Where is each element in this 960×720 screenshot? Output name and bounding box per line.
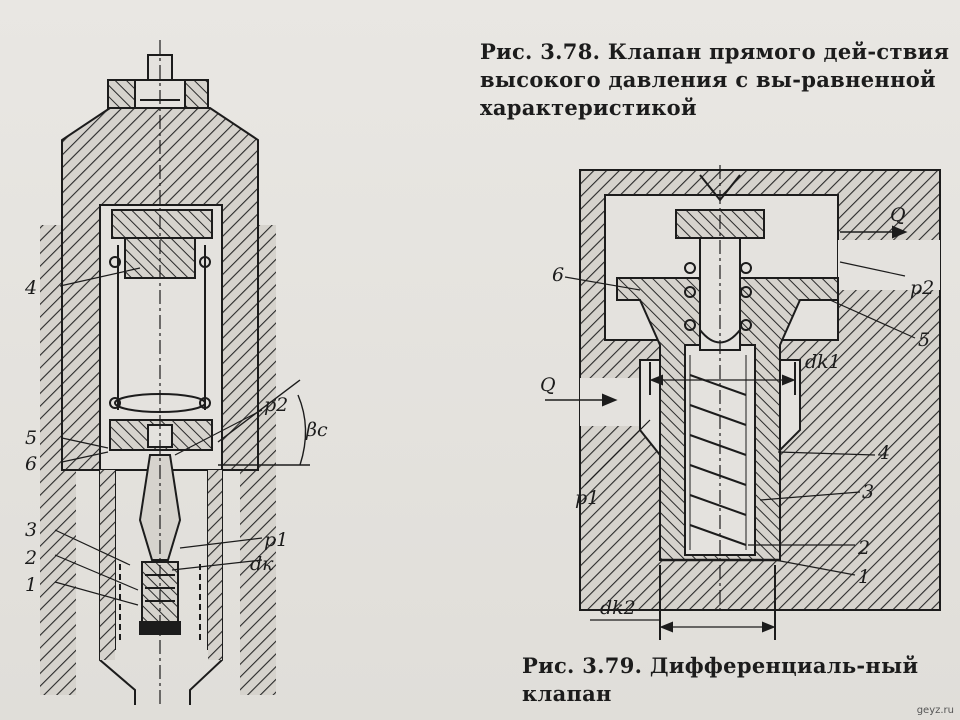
- label-1: 1: [858, 566, 871, 588]
- label-dk2: dk2: [600, 597, 636, 619]
- label-Q-inlet: Q: [540, 374, 556, 396]
- label-4: 4: [25, 277, 38, 299]
- fig-3-78-drawing: [40, 40, 310, 705]
- label-3: 3: [25, 519, 38, 541]
- label-dk: dк: [250, 553, 274, 575]
- label-p1: p1: [575, 487, 600, 509]
- label-5: 5: [25, 427, 38, 449]
- label-6: 6: [552, 264, 565, 286]
- label-beta-c: βc: [306, 419, 328, 441]
- label-dk1: dk1: [805, 351, 841, 373]
- figure-caption-3-79: Рис. 3.79. Дифференциаль-ный клапан: [522, 653, 919, 706]
- label-Q-outlet: Q: [890, 204, 906, 226]
- label-4: 4: [878, 442, 891, 464]
- label-p1: p1: [264, 529, 289, 551]
- label-p2: p2: [910, 277, 935, 299]
- label-3: 3: [862, 481, 875, 503]
- label-2: 2: [25, 547, 38, 569]
- label-1: 1: [25, 574, 38, 596]
- fig-3-79-drawing: [545, 165, 941, 640]
- label-6: 6: [25, 453, 38, 475]
- figure-caption-3-78: Рис. 3.78. Клапан прямого дей-ствия высо…: [480, 39, 950, 120]
- watermark: geyz.ru: [916, 705, 954, 716]
- label-2: 2: [858, 537, 871, 559]
- label-p2: p2: [264, 394, 289, 416]
- label-5: 5: [918, 329, 931, 351]
